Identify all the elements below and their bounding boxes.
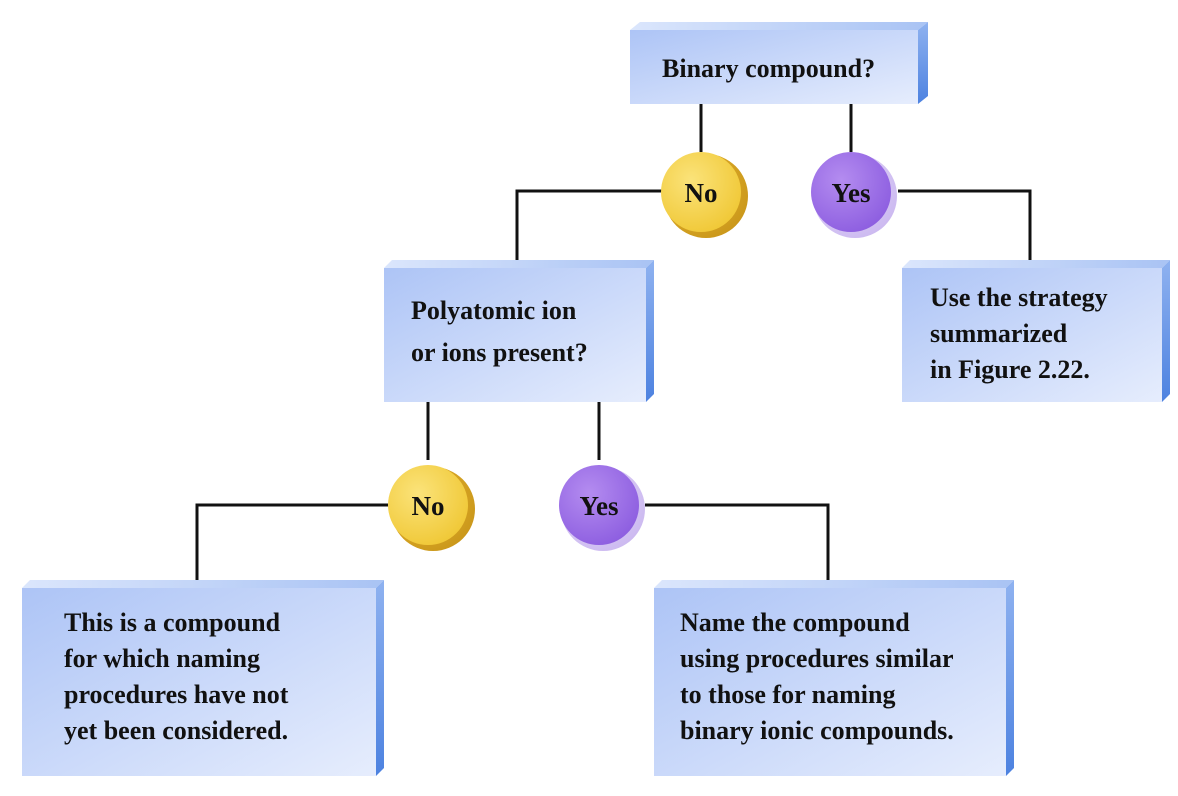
connector-no-to-not-considered xyxy=(195,503,388,580)
box-line: or ions present? xyxy=(411,338,588,367)
box-text-not-considered: This is a compound for which naming proc… xyxy=(64,608,295,745)
box-line: This is a compound xyxy=(64,608,281,637)
answer-badge-root-yes: Yes xyxy=(811,152,897,238)
box-line: binary ionic compounds. xyxy=(680,716,954,745)
result-box-use-strategy: Use the strategy summarized in Figure 2.… xyxy=(902,260,1170,402)
badge-label: Yes xyxy=(580,491,619,521)
answer-badge-poly-yes: Yes xyxy=(559,465,645,551)
box-text-name-compound: Name the compound using procedures simil… xyxy=(680,608,960,745)
decision-box-polyatomic-ion: Polyatomic ion or ions present? xyxy=(384,260,654,402)
box-line: Name the compound xyxy=(680,608,910,637)
box-line: Binary compound? xyxy=(662,54,875,83)
badge-label: No xyxy=(412,491,445,521)
box-line: Polyatomic ion xyxy=(411,296,577,325)
box-text-binary-compound: Binary compound? xyxy=(662,54,875,83)
box-line: to those for naming xyxy=(680,680,895,709)
answer-badge-root-no: No xyxy=(661,152,748,238)
box-line: using procedures similar xyxy=(680,644,953,673)
badge-label: No xyxy=(685,178,718,208)
connector-yes-to-name-compound xyxy=(645,503,830,580)
decision-box-binary-compound: Binary compound? xyxy=(630,22,928,104)
box-line: in Figure 2.22. xyxy=(930,355,1090,384)
box-text-polyatomic-ion: Polyatomic ion or ions present? xyxy=(411,296,588,367)
connector-no-to-polyatomic xyxy=(515,189,662,262)
result-box-not-considered: This is a compound for which naming proc… xyxy=(22,580,384,776)
box-line: procedures have not xyxy=(64,680,289,709)
answer-badge-poly-no: No xyxy=(388,465,475,551)
box-line: yet been considered. xyxy=(64,716,288,745)
box-line: Use the strategy xyxy=(930,283,1108,312)
box-text-use-strategy: Use the strategy summarized in Figure 2.… xyxy=(930,283,1114,384)
badge-label: Yes xyxy=(832,178,871,208)
box-line: for which naming xyxy=(64,644,260,673)
connectors xyxy=(195,102,1032,580)
box-line: summarized xyxy=(930,319,1068,348)
result-box-name-compound: Name the compound using procedures simil… xyxy=(654,580,1014,776)
connector-yes-to-strategy xyxy=(898,189,1032,262)
